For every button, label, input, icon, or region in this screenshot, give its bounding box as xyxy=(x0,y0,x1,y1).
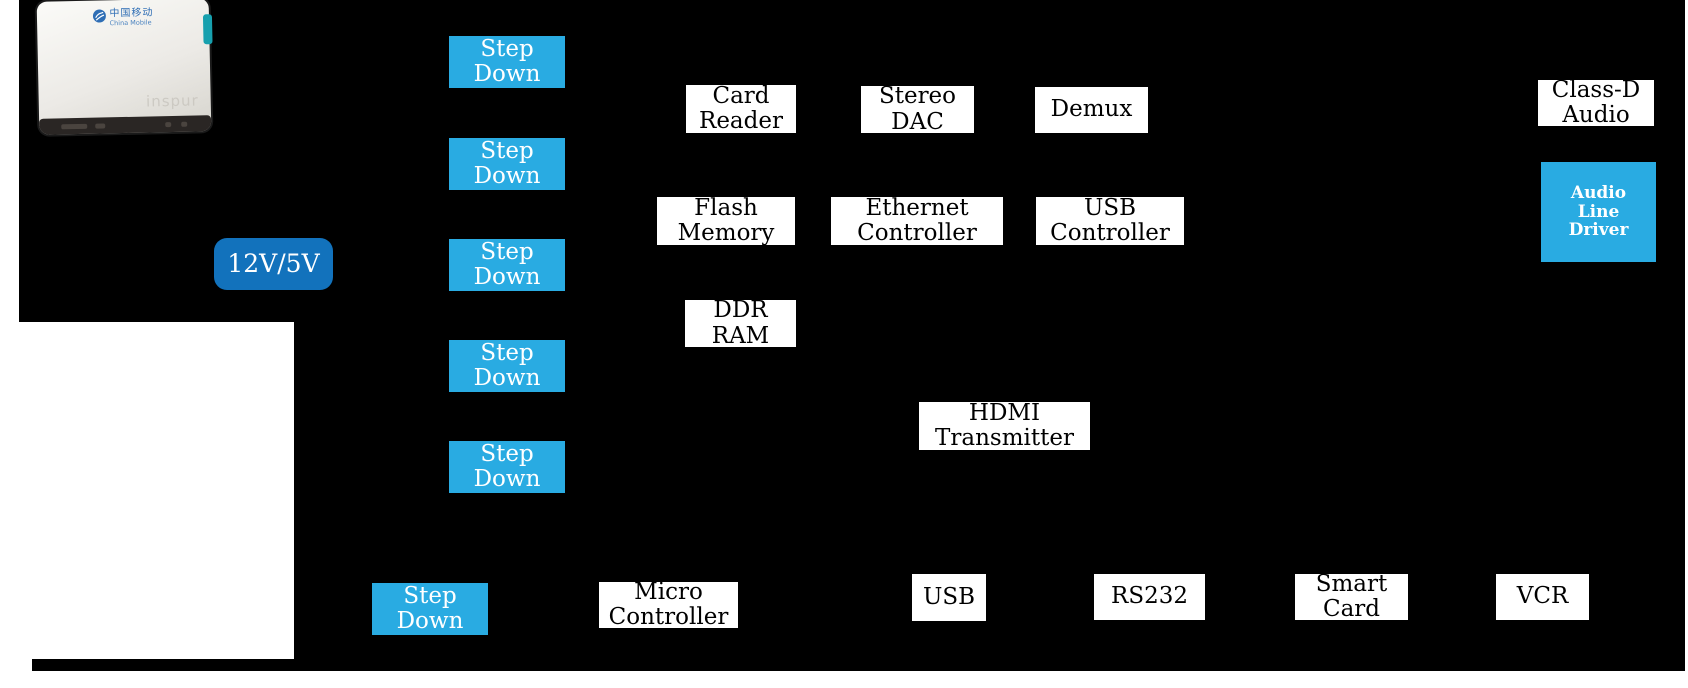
operator-name-en: China Mobile xyxy=(109,18,152,28)
device-port xyxy=(61,123,88,130)
block-vcr: VCR xyxy=(1494,572,1591,622)
block-step-down-5: Step Down xyxy=(449,441,565,493)
block-rs232: RS232 xyxy=(1092,572,1207,622)
block-ddr-ram: DDR RAM xyxy=(683,298,798,349)
block-usb: USB xyxy=(910,572,988,623)
block-class-d-audio: Class-D Audio xyxy=(1536,77,1656,128)
block-step-down-6: Step Down xyxy=(372,583,488,635)
block-usb-controller: USB Controller xyxy=(1034,195,1186,247)
bottom-accent-bar xyxy=(32,659,294,671)
china-mobile-logo-icon xyxy=(92,9,106,23)
block-card-reader: Card Reader xyxy=(684,83,798,135)
device-port xyxy=(95,123,106,129)
block-demux: Demux xyxy=(1033,85,1150,135)
block-micro-controller: Micro Controller xyxy=(597,579,740,630)
black-panel xyxy=(19,0,1685,671)
block-ethernet-controller: Ethernet Controller xyxy=(829,195,1005,247)
block-power-input: 12V/5V xyxy=(214,238,333,290)
block-step-down-1: Step Down xyxy=(449,36,565,88)
device-port xyxy=(181,121,188,127)
maker-logo: inspur xyxy=(145,91,199,111)
device-port xyxy=(165,122,172,128)
china-mobile-logo: 中国移动 China Mobile xyxy=(37,7,209,28)
device-photo: 中国移动 China Mobile inspur xyxy=(36,0,213,135)
block-flash-memory: Flash Memory xyxy=(655,195,797,247)
bottom-left-white-area xyxy=(19,322,294,671)
block-hdmi-transmitter: HDMI Transmitter xyxy=(917,400,1092,452)
block-smart-card: Smart Card xyxy=(1293,571,1410,622)
block-step-down-3: Step Down xyxy=(449,239,565,291)
block-audio-line-driver: Audio Line Driver xyxy=(1541,162,1656,262)
block-stereo-dac: Stereo DAC xyxy=(859,84,976,135)
block-step-down-4: Step Down xyxy=(449,340,565,392)
block-step-down-2: Step Down xyxy=(449,138,565,190)
